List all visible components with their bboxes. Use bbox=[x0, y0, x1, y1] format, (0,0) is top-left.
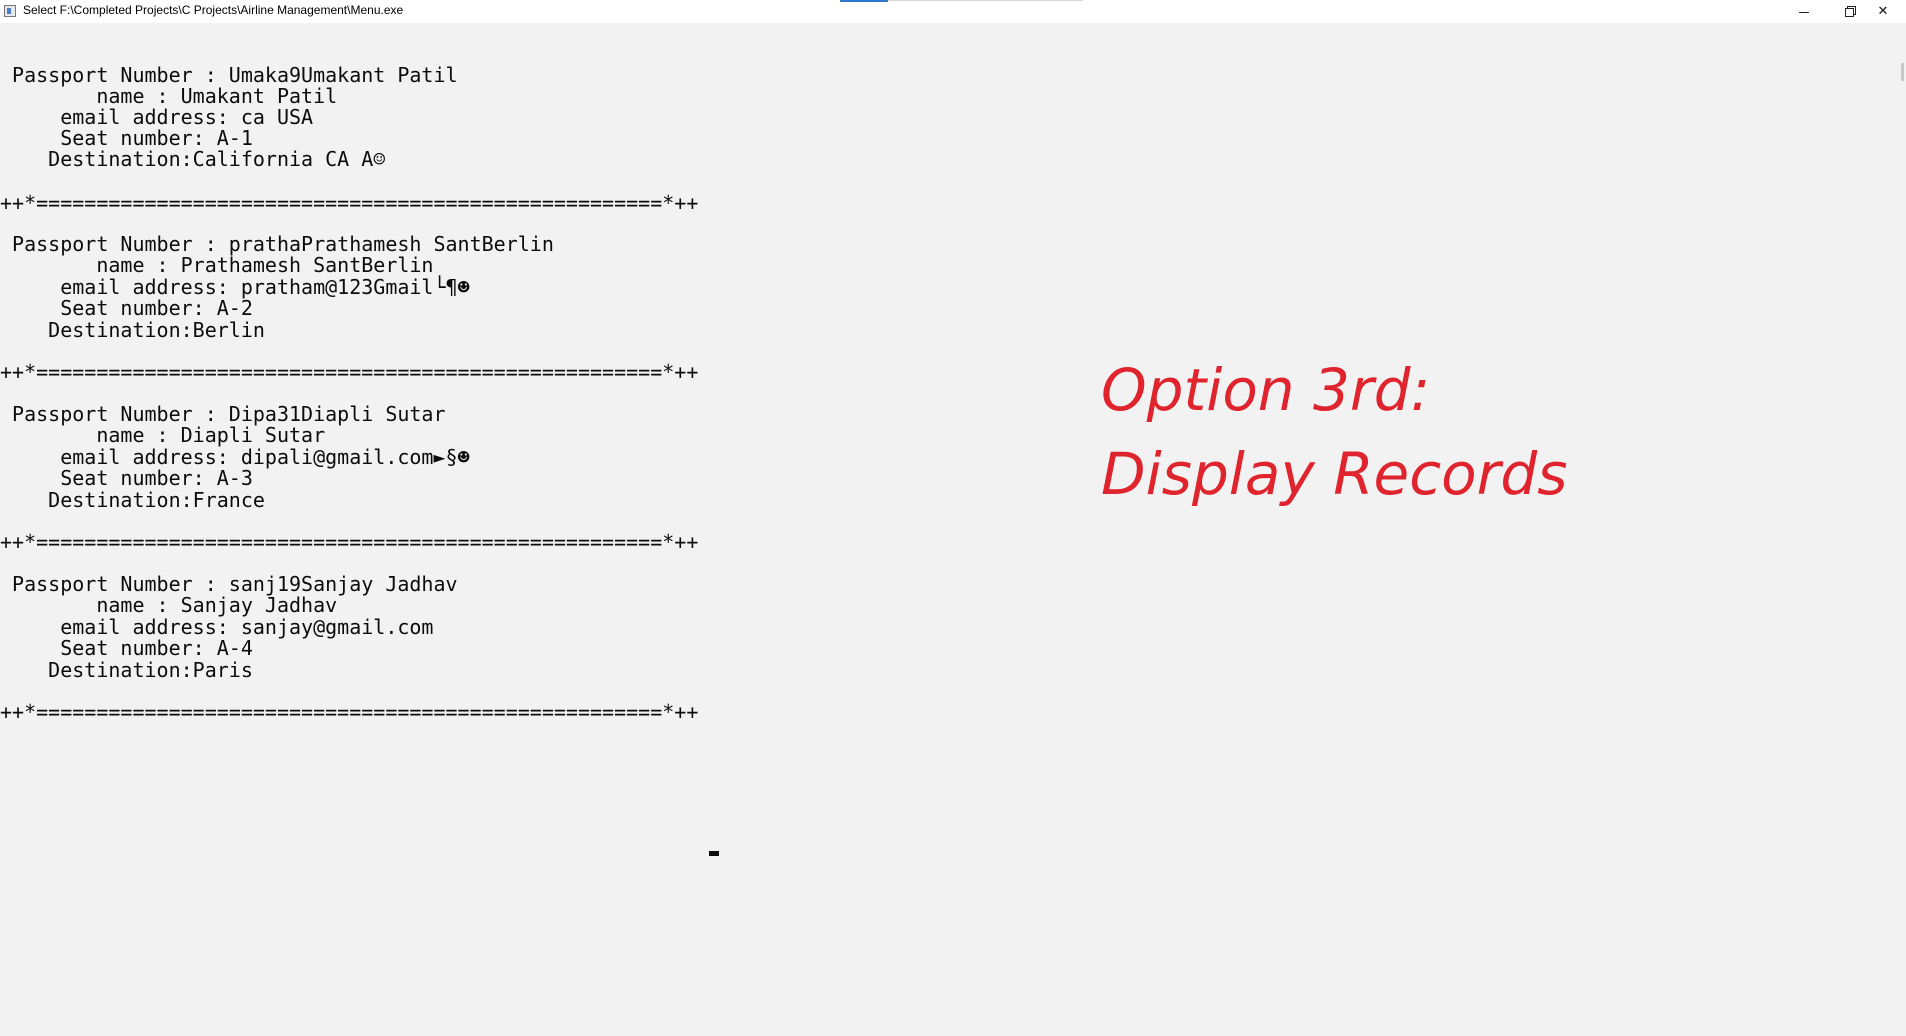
close-icon: ✕ bbox=[1877, 3, 1889, 19]
restore-button[interactable] bbox=[1827, 0, 1873, 22]
record-separator: ++*=====================================… bbox=[0, 530, 699, 554]
record-4-passport: Passport Number : sanj19Sanjay Jadhav bbox=[0, 572, 458, 596]
title-bar[interactable]: Select F:\Completed Projects\C Projects\… bbox=[0, 0, 1906, 23]
record-separator: ++*=====================================… bbox=[0, 700, 699, 724]
record-4-name: name : Sanjay Jadhav bbox=[0, 593, 338, 617]
restore-icon bbox=[1845, 6, 1856, 17]
annotation-line-1: Option 3rd: bbox=[1101, 356, 1431, 424]
title-bar-accent bbox=[840, 0, 888, 2]
record-2-passport: Passport Number : prathaPrathamesh SantB… bbox=[0, 232, 554, 256]
record-3-destination: Destination:France bbox=[0, 488, 265, 512]
close-button[interactable]: ✕ bbox=[1860, 0, 1906, 22]
record-2-seat: Seat number: A-2 bbox=[0, 296, 253, 320]
console-output[interactable]: Passport Number : Umaka9Umakant Patil na… bbox=[0, 23, 1890, 1036]
annotation-line-2: Display Records bbox=[1101, 440, 1568, 508]
window-title: Select F:\Completed Projects\C Projects\… bbox=[23, 3, 404, 17]
text-cursor bbox=[709, 851, 719, 856]
record-4-seat: Seat number: A-4 bbox=[0, 636, 253, 660]
record-3-seat: Seat number: A-3 bbox=[0, 466, 253, 490]
record-4-destination: Destination:Paris bbox=[0, 658, 253, 682]
title-bar-divider bbox=[888, 0, 1083, 1]
minimize-icon bbox=[1799, 11, 1809, 13]
record-3-email: email address: dipali@gmail.com►§☻ bbox=[0, 445, 470, 469]
record-4-email: email address: sanjay@gmail.com bbox=[0, 615, 434, 639]
record-separator: ++*=====================================… bbox=[0, 191, 699, 215]
record-1-seat: Seat number: A-1 bbox=[0, 126, 253, 150]
record-1-email: email address: ca USA bbox=[0, 105, 314, 129]
record-1-passport: Passport Number : Umaka9Umakant Patil bbox=[0, 63, 458, 87]
record-3-name: name : Diapli Sutar bbox=[0, 423, 326, 447]
vertical-scrollbar[interactable] bbox=[1896, 23, 1906, 1036]
scrollbar-thumb[interactable] bbox=[1901, 63, 1904, 81]
record-2-destination: Destination:Berlin bbox=[0, 318, 265, 342]
record-1-destination: Destination:California CA A☺ bbox=[0, 147, 386, 171]
record-1-name: name : Umakant Patil bbox=[0, 84, 338, 108]
record-2-name: name : Prathamesh SantBerlin bbox=[0, 253, 434, 277]
minimize-button[interactable] bbox=[1781, 0, 1827, 22]
record-separator: ++*=====================================… bbox=[0, 360, 699, 384]
record-2-email: email address: pratham@123Gmail└¶☻ bbox=[0, 275, 470, 299]
console-app-icon[interactable] bbox=[4, 5, 16, 17]
record-3-passport: Passport Number : Dipa31Diapli Sutar bbox=[0, 402, 446, 426]
